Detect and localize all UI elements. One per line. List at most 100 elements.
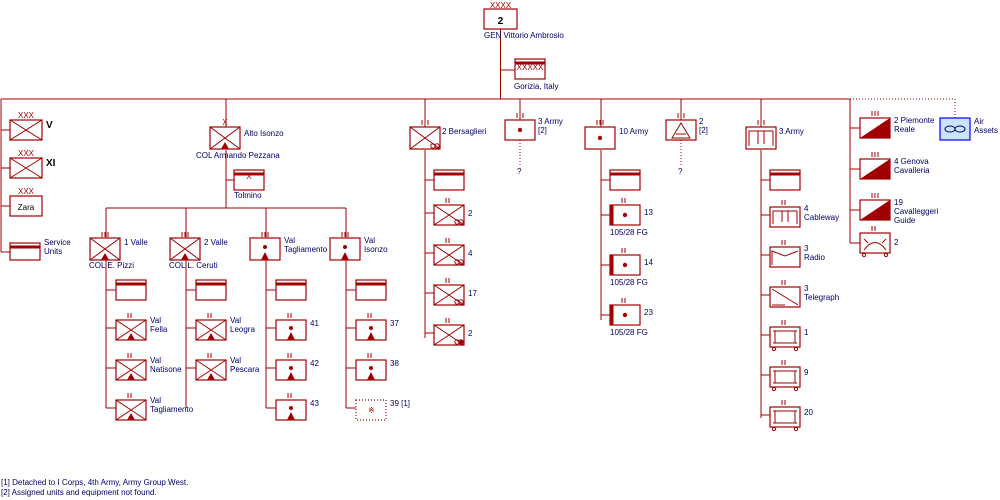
engineer-label: 2 [894,238,899,247]
artillery-battalion[interactable] [609,204,641,226]
bersaglieri-symbol[interactable] [409,126,441,150]
battalion-symbol[interactable] [355,359,387,381]
battalion-caption: 105/28 FG [610,328,648,337]
army10-hq[interactable] [609,169,641,191]
bersaglieri-battalion[interactable] [433,324,465,346]
battalion-caption: 105/28 FG [610,228,648,237]
aa-regiment-name: 2[2] [699,117,708,135]
valle1-symbol[interactable] [89,237,121,261]
cavalry-regiment[interactable] [859,117,891,139]
unknown-mark: ? [517,167,522,176]
battalion-label: 43 [310,399,319,408]
air-assets-symbol[interactable] [939,117,971,141]
corps-label: XI [46,158,56,169]
bersaglieri-battalion[interactable] [433,284,465,306]
army-hq-box[interactable] [483,8,518,30]
tolmino-name: Tolmino [234,191,262,200]
cavalry-regiment[interactable] [859,158,891,180]
battalion-symbol[interactable] [115,319,147,341]
battalion-label: 2 [468,209,473,218]
valle1-hq[interactable] [115,279,147,301]
army3-hq[interactable] [769,169,801,191]
signal-battalion[interactable] [769,326,801,352]
group-name: 1 Valle [124,238,148,247]
corps_zara-symbol[interactable] [9,195,43,217]
footnote: [1] Detached to I Corps, 4th Army, Army … [1,478,188,487]
cavalry-regiment[interactable] [859,199,891,221]
service-units-symbol[interactable] [9,242,41,261]
footnote: [2] Assigned units and equipment not fou… [1,488,157,497]
battalion-label: 1 [804,328,809,337]
battalion-symbol[interactable] [275,359,307,381]
bersaglieri-battalion[interactable] [433,244,465,266]
signal-battalion[interactable] [769,366,801,392]
battalion-label: 41 [310,319,319,328]
group-commander: COL L. Ceruti [169,261,218,270]
battalion-label: 23 [644,308,653,317]
hq-number: 2 [498,16,504,27]
signal-battalion[interactable] [769,246,801,268]
bersaglieri-name: 2 Bersaglieri [442,127,487,136]
unknown-mark: ? [678,167,683,176]
tolmino-symbol[interactable] [233,169,265,191]
battalion-symbol[interactable] [115,399,147,421]
signal-battalion[interactable] [769,286,801,308]
battalion-label: 9 [804,368,809,377]
val_isonzo_grp-hq[interactable] [355,279,387,301]
corps-echelon: XXX [18,111,35,120]
valle2-hq[interactable] [195,279,227,301]
army3-artillery-symbol[interactable] [504,119,536,141]
battalion-label: 14 [644,258,653,267]
battalion-caption: 105/28 FG [610,278,648,287]
army10-artillery-symbol[interactable] [584,126,616,150]
army3-name: 3 Army [779,127,804,136]
signal-battalion[interactable] [769,406,801,432]
bersaglieri-battalion[interactable] [433,204,465,226]
battalion-label: 20 [804,408,813,417]
valle2-symbol[interactable] [169,237,201,261]
artillery-battalion[interactable] [609,304,641,326]
hq-commander: GEN Vittorio Ambrosio [484,31,564,40]
group-commander: COL E. Pizzi [89,261,134,270]
battalion-symbol[interactable] [275,319,307,341]
val_tagliamento_grp-symbol[interactable] [249,237,281,261]
battalion-label: 37 [390,319,399,328]
corps-label: V [46,120,53,131]
hq-location: Gorizia, Italy [514,82,558,91]
battalion-symbol[interactable] [275,399,307,421]
aa-regiment-symbol[interactable] [665,119,697,141]
signal-battalion[interactable] [769,206,801,228]
battalion-symbol[interactable] [195,359,227,381]
corps_v-symbol[interactable] [9,119,43,141]
battalion-label: 4 [468,249,473,258]
corps_xi-symbol[interactable] [9,157,43,179]
artillery-battalion[interactable] [609,254,641,276]
hq-base-box[interactable] [514,58,546,80]
val_isonzo_grp-symbol[interactable] [329,237,361,261]
battalion-label: 42 [310,359,319,368]
battalion-symbol[interactable] [355,319,387,341]
tolmino-echelon: X [246,172,252,181]
alto-isonzo-symbol[interactable]: X [209,118,241,150]
bersaglieri-hq[interactable] [433,169,465,191]
echelon-mark: X [222,118,228,127]
cavalry-engineer[interactable] [859,232,891,258]
battalion-symbol[interactable]: ※ [355,399,387,421]
svg-text:※: ※ [368,406,375,415]
val_tagliamento_grp-hq[interactable] [275,279,307,301]
army3-signal-symbol[interactable] [745,126,777,150]
hq-echelon: XXXX [490,1,512,10]
battalion-symbol[interactable] [115,359,147,381]
battalion-symbol[interactable] [195,319,227,341]
